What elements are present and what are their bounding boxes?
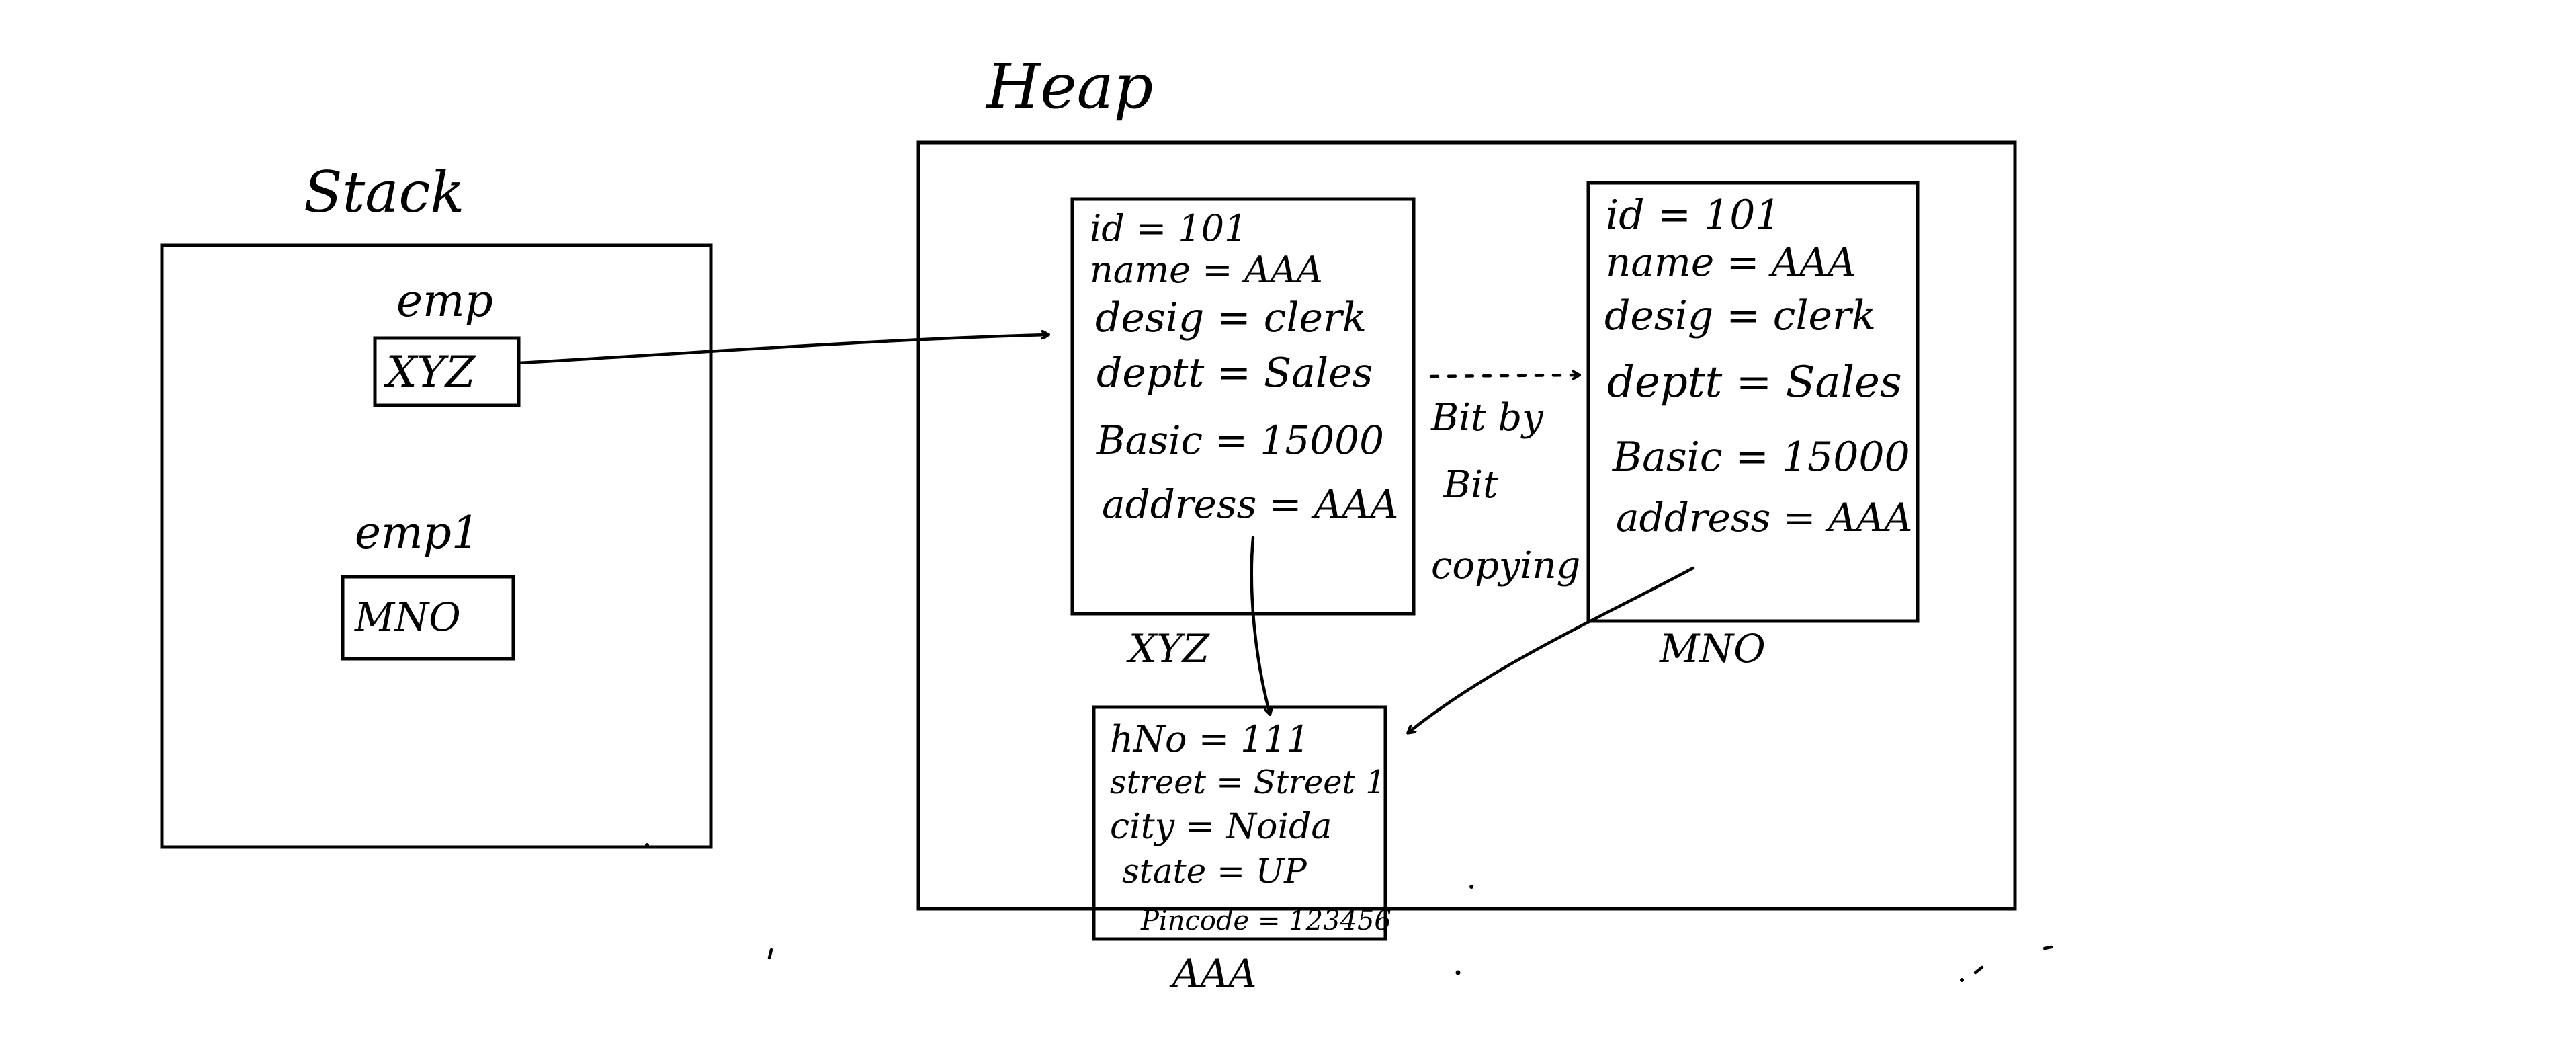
object-aaa-field: street = Street 1 bbox=[1110, 764, 1386, 801]
object-mno-label: MNO bbox=[1659, 626, 1766, 672]
object-xyz-box bbox=[1070, 197, 1416, 616]
heap-title: Heap bbox=[985, 50, 1153, 122]
mno-address-arrow bbox=[1408, 566, 1695, 733]
stack-frame bbox=[160, 243, 713, 849]
stack-title: Stack bbox=[304, 159, 464, 225]
object-mno-fields: id = 101 name = AAA desig = clerk deptt … bbox=[1604, 192, 1913, 540]
object-aaa-fields: hNo = 111 street = Street 1 city = Noida… bbox=[1110, 718, 1391, 936]
object-xyz-fields: id = 101 name = AAA desig = clerk deptt … bbox=[1090, 207, 1399, 527]
emp-to-xyz-arrow bbox=[517, 335, 1048, 365]
copy-note: Bit by Bit copying bbox=[1430, 396, 1580, 587]
object-mno-box bbox=[1586, 181, 1920, 623]
object-xyz-field: name = AAA bbox=[1090, 249, 1323, 291]
stack-var-emp-box bbox=[373, 336, 521, 407]
object-xyz-field: id = 101 bbox=[1090, 207, 1247, 249]
stack-var-emp1-name: emp1 bbox=[355, 507, 480, 559]
object-mno-field: desig = clerk bbox=[1604, 292, 1876, 339]
stray-marks bbox=[645, 843, 2053, 982]
object-aaa-box bbox=[1092, 705, 1387, 941]
object-mno-field: Basic = 15000 bbox=[1612, 434, 1910, 481]
object-xyz-field: deptt = Sales bbox=[1097, 350, 1373, 397]
object-xyz-label: XYZ bbox=[1126, 626, 1211, 672]
object-mno-field: deptt = Sales bbox=[1607, 358, 1902, 407]
heap-frame bbox=[916, 140, 2017, 911]
object-mno-field: id = 101 bbox=[1606, 192, 1781, 239]
object-aaa-field: hNo = 111 bbox=[1110, 718, 1310, 760]
stack-var-emp-value: XYZ bbox=[383, 348, 476, 397]
object-mno-field: name = AAA bbox=[1606, 239, 1856, 285]
copy-arrow bbox=[1429, 375, 1579, 376]
object-xyz-field: desig = clerk bbox=[1095, 294, 1367, 341]
stack-var-emp-name: emp bbox=[396, 275, 493, 327]
xyz-address-arrow bbox=[1250, 536, 1270, 714]
copy-note-line: Bit by bbox=[1430, 396, 1544, 440]
object-aaa-field: Pincode = 123456 bbox=[1140, 905, 1391, 936]
copy-note-line: copying bbox=[1431, 544, 1580, 587]
object-aaa-field: city = Noida bbox=[1110, 807, 1332, 847]
object-xyz-field: Basic = 15000 bbox=[1096, 417, 1384, 463]
object-xyz-field: address = AAA bbox=[1102, 481, 1399, 527]
stack-var-emp1-box bbox=[341, 575, 515, 661]
object-mno-field: address = AAA bbox=[1616, 495, 1913, 540]
stack-var-emp1-value: MNO bbox=[354, 594, 461, 640]
object-aaa-label: AAA bbox=[1169, 950, 1257, 996]
object-aaa-field: state = UP bbox=[1122, 852, 1307, 891]
copy-note-line: Bit bbox=[1443, 463, 1498, 507]
